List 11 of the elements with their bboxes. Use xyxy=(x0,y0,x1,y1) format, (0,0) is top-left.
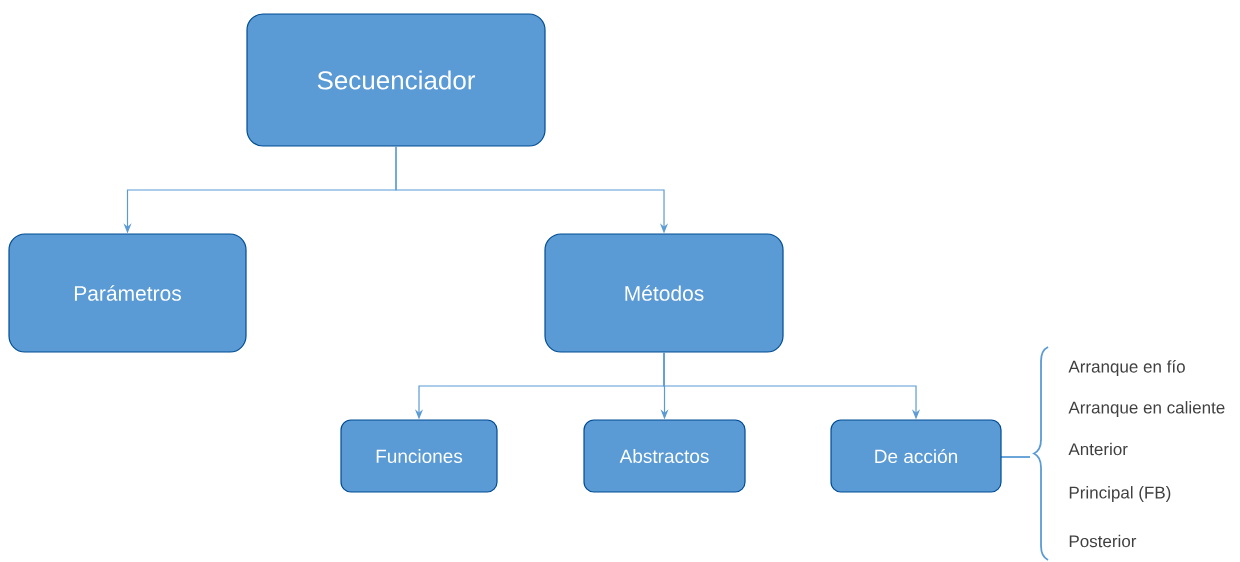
process-box: De acción xyxy=(830,419,1002,493)
process-box: Secuenciador xyxy=(246,13,546,147)
list-item: Arranque en caliente xyxy=(1068,401,1225,417)
process-box: Métodos xyxy=(544,233,784,353)
list-item: Arranque en fío xyxy=(1068,360,1185,376)
list-item: Principal (FB) xyxy=(1069,486,1171,502)
process-box: Funciones xyxy=(340,419,498,493)
process-box: Parámetros xyxy=(8,233,247,353)
list-item: Posterior xyxy=(1069,534,1137,548)
process-box: Abstractos xyxy=(583,419,746,493)
list-item: Anterior xyxy=(1068,442,1128,456)
